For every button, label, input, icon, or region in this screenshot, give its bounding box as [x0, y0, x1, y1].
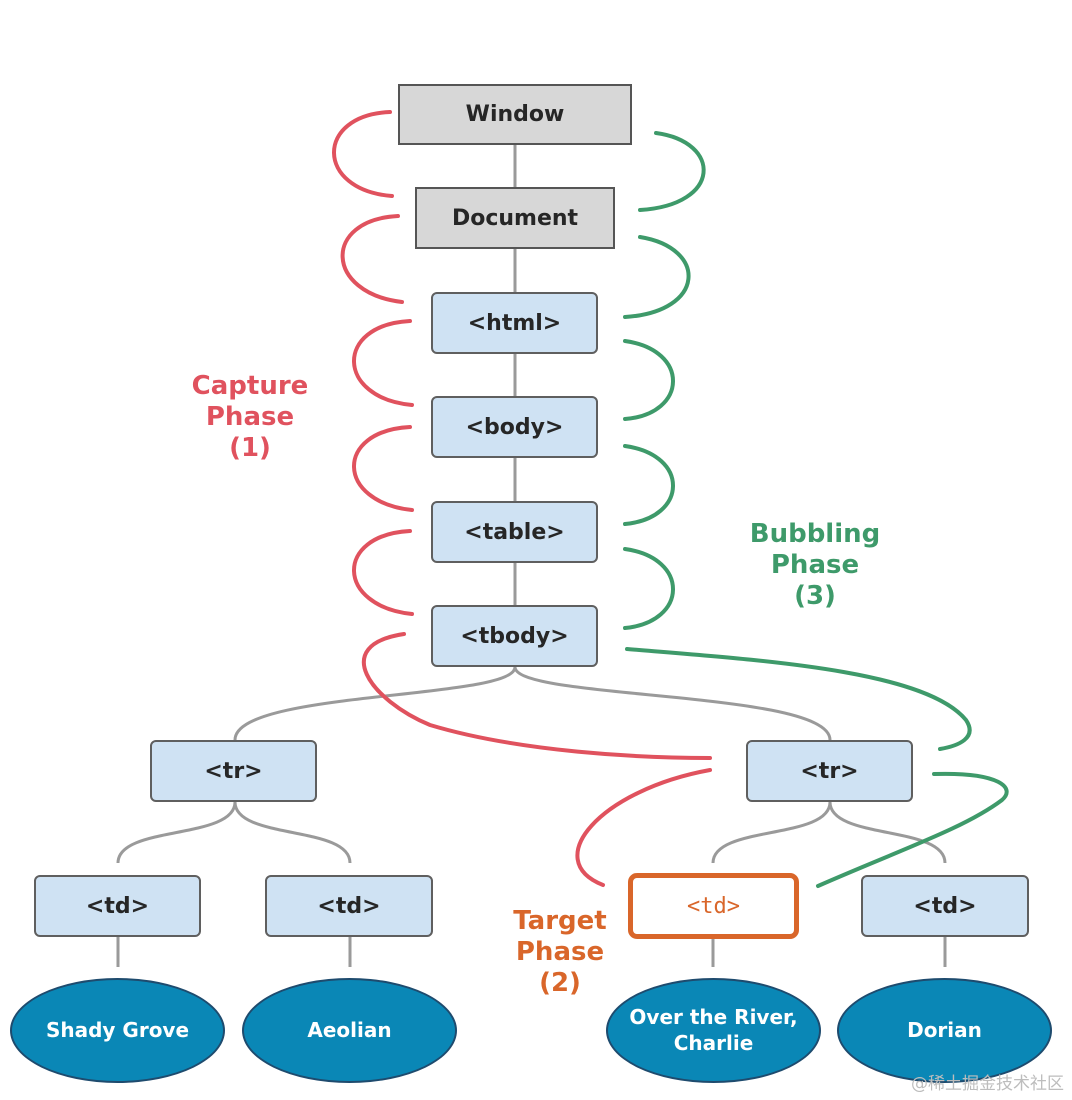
capture-arc-html-body	[352, 319, 414, 407]
node-td-2: <td>	[265, 875, 433, 937]
capture-phase-line2: Phase	[205, 402, 295, 432]
bubble-arc-document-window	[638, 131, 706, 212]
leaf-over-the-river-line2: Charlie	[673, 1030, 754, 1055]
bubble-arc-table-body	[623, 444, 675, 526]
node-td-target: <td>	[628, 873, 799, 939]
capture-arrows	[332, 110, 712, 887]
edge-tr-left-td-1	[116, 801, 237, 864]
target-phase-line2: Phase	[515, 937, 605, 967]
edge-tr-right-td-4	[828, 801, 947, 864]
edge-tr-right-td-target	[711, 801, 832, 864]
node-tr-right: <tr>	[746, 740, 913, 802]
node-document: Document	[415, 187, 615, 249]
capture-arc-document-html	[340, 214, 404, 304]
node-table: <table>	[431, 501, 598, 563]
edge-tbody-tr-right	[513, 666, 832, 741]
bubbling-phase-line3: (3)	[794, 581, 836, 611]
capture-arc-window-document	[332, 110, 394, 198]
tree-edges	[116, 145, 947, 967]
bubbling-phase-line2: Phase	[770, 550, 860, 580]
bubbling-phase-line1: Bubbling	[749, 519, 881, 549]
capture-arc-table-tbody	[352, 529, 414, 616]
leaf-over-the-river-line1: Over the River,	[629, 1004, 798, 1029]
capture-phase-line3: (1)	[229, 433, 271, 463]
target-phase-label: Target Phase (2)	[495, 906, 625, 999]
edge-tbody-tr-left	[233, 666, 517, 741]
node-tr-left: <tr>	[150, 740, 317, 802]
node-tbody: <tbody>	[431, 605, 598, 667]
bubble-arc-body-html	[623, 339, 675, 421]
leaf-over-the-river-charlie: Over the River, Charlie	[606, 978, 821, 1083]
bubble-arc-tbody-table	[623, 547, 675, 630]
bubbling-phase-label: Bubbling Phase (3)	[740, 519, 890, 612]
node-td-4: <td>	[861, 875, 1029, 937]
target-phase-line3: (2)	[539, 968, 581, 998]
node-window: Window	[398, 84, 632, 145]
bubble-arc-html-document	[623, 235, 691, 319]
node-td-1: <td>	[34, 875, 201, 937]
leaf-shady-grove: Shady Grove	[10, 978, 225, 1083]
capture-arc-body-table	[352, 425, 414, 512]
watermark: @稀土掘金技术社区	[911, 1074, 1064, 1094]
edge-tr-left-td-2	[233, 801, 352, 864]
target-phase-line1: Target	[513, 906, 607, 936]
bubbling-arrows	[623, 131, 1009, 888]
capture-phase-label: Capture Phase (1)	[180, 371, 320, 464]
bubble-arc-tr-tbody	[625, 647, 972, 751]
capture-arc-tbody-tr	[361, 632, 712, 760]
node-html: <html>	[431, 292, 598, 354]
leaf-aeolian: Aeolian	[242, 978, 457, 1083]
leaf-dorian: Dorian	[837, 978, 1052, 1083]
capture-arc-tr-td	[575, 768, 712, 887]
bubble-arc-td-tr	[816, 771, 1009, 888]
capture-phase-line1: Capture	[191, 371, 309, 401]
node-body: <body>	[431, 396, 598, 458]
